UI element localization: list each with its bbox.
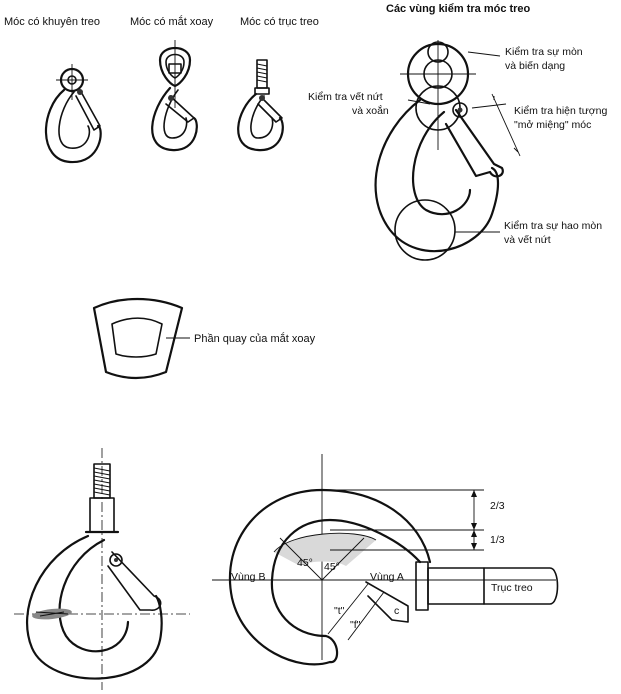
dim-t-upper: "t" — [334, 605, 345, 617]
wear-deform-line2: và biến dạng — [505, 60, 565, 72]
dimension-hook-drawing — [212, 454, 559, 666]
swivel-hook-label: Móc có mắt xoay — [130, 15, 214, 28]
mouth-open-line2: "mở miệng" móc — [514, 119, 591, 131]
angle-right: 45° — [324, 561, 340, 573]
inspection-title: Các vùng kiểm tra móc treo — [386, 3, 531, 15]
angle-left: 45° — [297, 557, 313, 569]
eye-hook-label: Móc có khuyên treo — [4, 16, 100, 28]
swivel-part-drawing — [92, 297, 190, 380]
wear-crack-line1: Kiểm tra sự hao mòn — [504, 220, 602, 232]
eye-hook-drawing — [44, 64, 102, 164]
wear-crack-line2: và vết nứt — [504, 234, 551, 246]
shank-hook-drawing — [237, 59, 284, 152]
ratio-bottom: 1/3 — [490, 534, 505, 546]
detailed-hook-drawing — [14, 448, 190, 690]
point-c-label: c — [394, 605, 399, 617]
swivel-hook-drawing — [151, 40, 198, 152]
shaft-label: Trục treo — [491, 582, 533, 594]
inspection-hook-drawing — [374, 40, 521, 261]
crack-twist-line1: Kiểm tra vết nứt — [308, 91, 383, 103]
mouth-open-line1: Kiểm tra hiện tượng — [514, 105, 607, 117]
shank-hook-label: Móc có trục treo — [240, 16, 319, 28]
ratio-top: 2/3 — [490, 500, 505, 512]
zone-b-label: Vùng B — [231, 571, 265, 583]
swivel-part-label: Phần quay của mắt xoay — [194, 332, 316, 345]
dim-t-lower: "f" — [350, 619, 361, 631]
zone-a-label: Vùng A — [370, 571, 404, 583]
crack-twist-line2: và xoắn — [352, 104, 389, 117]
wear-deform-line1: Kiểm tra sự mòn — [505, 46, 583, 58]
